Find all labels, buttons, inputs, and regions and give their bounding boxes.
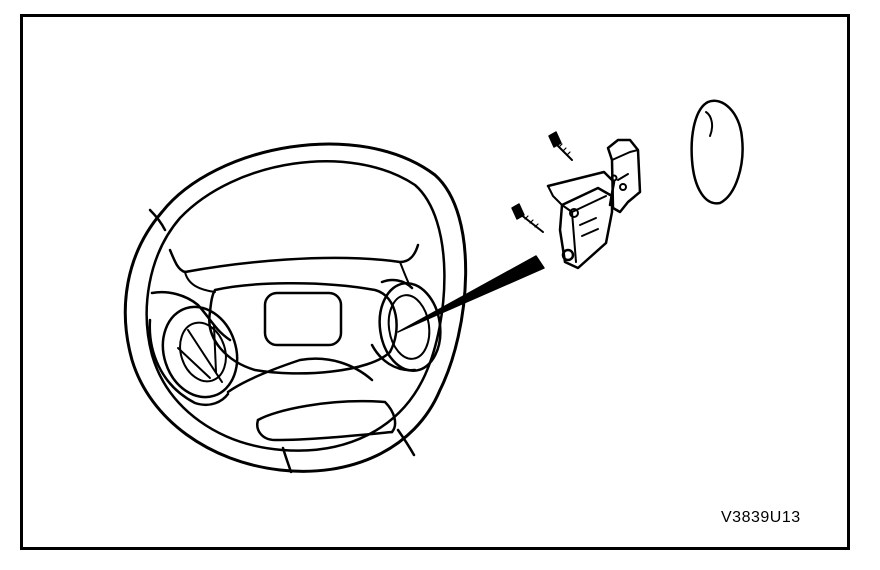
right-spoke bbox=[370, 278, 442, 373]
leader-wedge bbox=[397, 255, 545, 333]
lower-spoke bbox=[226, 357, 397, 442]
left-switch-boss bbox=[161, 305, 239, 399]
switch-bracket-assembly bbox=[546, 138, 642, 270]
horn-pad-cover bbox=[690, 99, 744, 205]
left-switch-inner bbox=[179, 321, 227, 383]
right-switch-inner bbox=[387, 294, 431, 360]
figure-border bbox=[20, 14, 850, 550]
mounting-screw-upper bbox=[548, 131, 573, 161]
upper-pad-outline bbox=[168, 243, 420, 293]
horn-pad-center bbox=[263, 291, 343, 347]
steering-wheel-rim bbox=[123, 142, 468, 474]
left-spoke bbox=[148, 290, 239, 407]
mounting-screw-lower bbox=[511, 203, 544, 233]
right-switch-boss bbox=[378, 281, 442, 373]
figure-reference-code: V3839U13 bbox=[721, 509, 801, 526]
